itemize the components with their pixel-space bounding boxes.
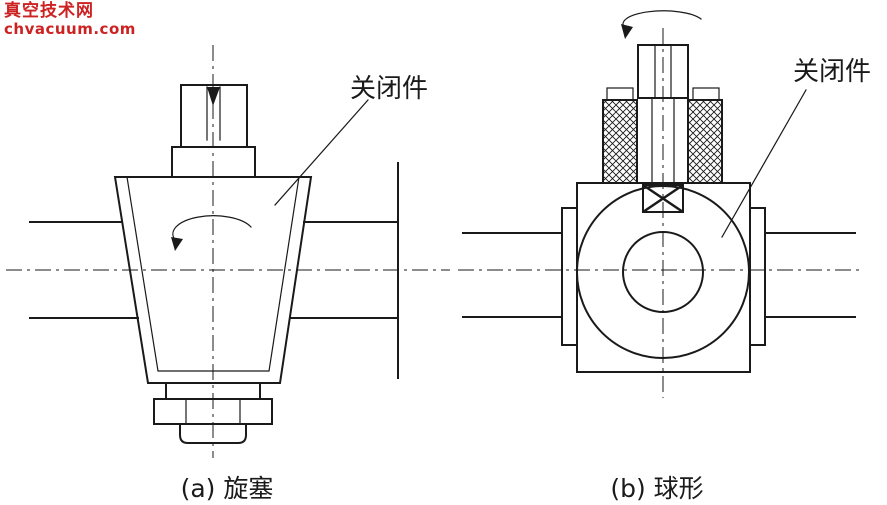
watermark: 真空技术网 chvacuum.com (4, 2, 136, 37)
ball-bore (622, 231, 704, 313)
plug-valve-bottom-nut (153, 382, 273, 444)
leader-line-a (274, 99, 369, 206)
plug-valve-centerlines (6, 45, 450, 458)
plug-valve-drawing: 关闭件 (a) 旋塞 (6, 45, 450, 503)
plug-valve-stem (171, 84, 256, 178)
body-flange-left (561, 207, 578, 346)
stem-slot (207, 87, 220, 106)
plug-valve-body (113, 176, 313, 384)
ball-closure-element (576, 185, 750, 359)
rotation-arrow-top-icon (621, 10, 702, 39)
caption-a: (a) 旋塞 (181, 474, 274, 503)
ball-valve-stem (637, 44, 689, 186)
valve-seat-symbol (642, 183, 684, 214)
plug-valve-pipes (29, 162, 399, 379)
gland-cap-left (606, 87, 634, 101)
ball-valve-packing (602, 87, 723, 184)
closure-element-label-a: 关闭件 (350, 74, 428, 104)
packing-box-right (687, 99, 723, 184)
gland-cap-right (692, 87, 720, 101)
closure-element-label-b: 关闭件 (793, 57, 871, 87)
watermark-site-name: 真空技术网 (4, 1, 94, 21)
ball-valve-drawing: 关闭件 (b) 球形 (458, 10, 871, 503)
ball-valve-pipes (462, 232, 856, 318)
body-flange-right (749, 207, 766, 346)
rotation-arrow-icon (171, 215, 252, 251)
caption-b: (b) 球形 (610, 474, 703, 503)
watermark-site-url: chvacuum.com (4, 19, 136, 38)
packing-box-left (602, 99, 638, 184)
leader-line-b (721, 89, 807, 238)
